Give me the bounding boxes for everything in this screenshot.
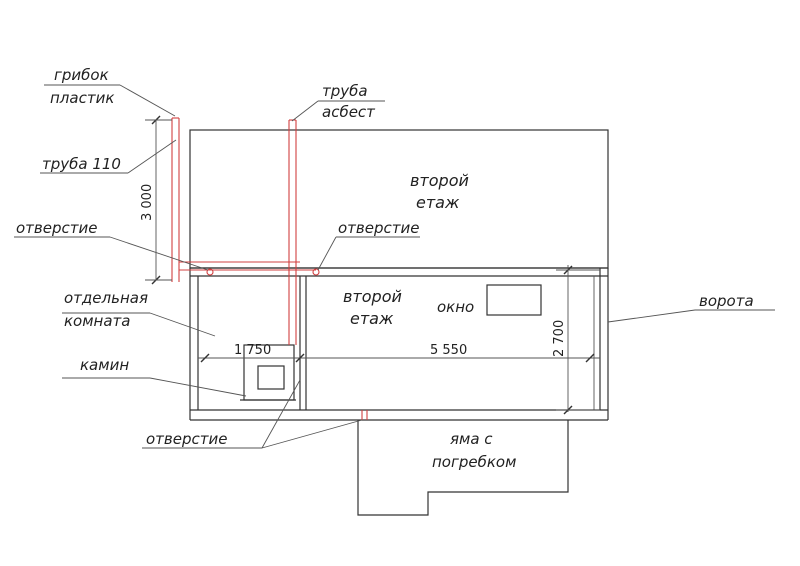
- label-vorota: ворота: [699, 292, 754, 310]
- label-pogrebkom: погребком: [432, 453, 516, 471]
- label-asbest: асбест: [322, 103, 376, 121]
- label-otverstie-left: отверстие: [16, 219, 97, 237]
- leader-otverstie-bottom: [142, 379, 363, 449]
- leader-vorota: [607, 309, 775, 323]
- plastic-pipe-110: [171, 117, 300, 282]
- label-truba: труба: [322, 82, 368, 100]
- leader-kamin: [62, 377, 247, 397]
- ground-floor-walls: [189, 268, 609, 420]
- label-yama-c: яма с: [450, 430, 493, 448]
- label-kamin: камин: [80, 356, 129, 374]
- leader-otverstie-mid: [317, 236, 420, 271]
- leader-otdelnaya-komnata: [62, 312, 216, 337]
- dim-text-3000: 3 000: [140, 184, 155, 221]
- leader-truba-110: [40, 139, 177, 174]
- dim-text-2700: 2 700: [552, 320, 567, 357]
- dimension-1750-5550: [198, 353, 600, 363]
- label-etazh-top: етаж: [416, 193, 460, 212]
- label-plastik: пластик: [50, 89, 114, 107]
- label-otdelnaya: отдельная: [64, 289, 148, 307]
- window-rect: [486, 284, 542, 316]
- label-gribok: грибок: [54, 66, 109, 84]
- fireplace-body: [240, 344, 296, 401]
- dim-text-5550: 5 550: [430, 343, 467, 358]
- upper-storey-outline: [189, 129, 609, 269]
- label-vtoroy-top: второй: [410, 171, 469, 190]
- leader-gribok: [44, 84, 176, 117]
- vent-openings: [206, 268, 368, 420]
- dimension-3000: [145, 115, 172, 285]
- leader-truba-asbest: [291, 100, 385, 122]
- asbestos-pipe: [288, 119, 316, 345]
- leader-otverstie-left: [14, 236, 209, 271]
- floor-slab: [190, 409, 608, 421]
- label-vtoroy-mid: второй: [343, 287, 402, 306]
- dimension-2700: [556, 265, 600, 415]
- ground-floor-slab: [190, 267, 608, 277]
- dim-text-1750: 1 750: [234, 343, 271, 358]
- label-okno: окно: [437, 298, 474, 316]
- cellar-pit-outline: [357, 420, 569, 516]
- label-otverstie-mid: отверстие: [338, 219, 419, 237]
- label-otverstie-bottom: отверстие: [146, 430, 227, 448]
- label-truba-110: труба 110: [42, 155, 121, 173]
- label-etazh-mid: етаж: [350, 309, 394, 328]
- label-komnata: комната: [64, 312, 130, 330]
